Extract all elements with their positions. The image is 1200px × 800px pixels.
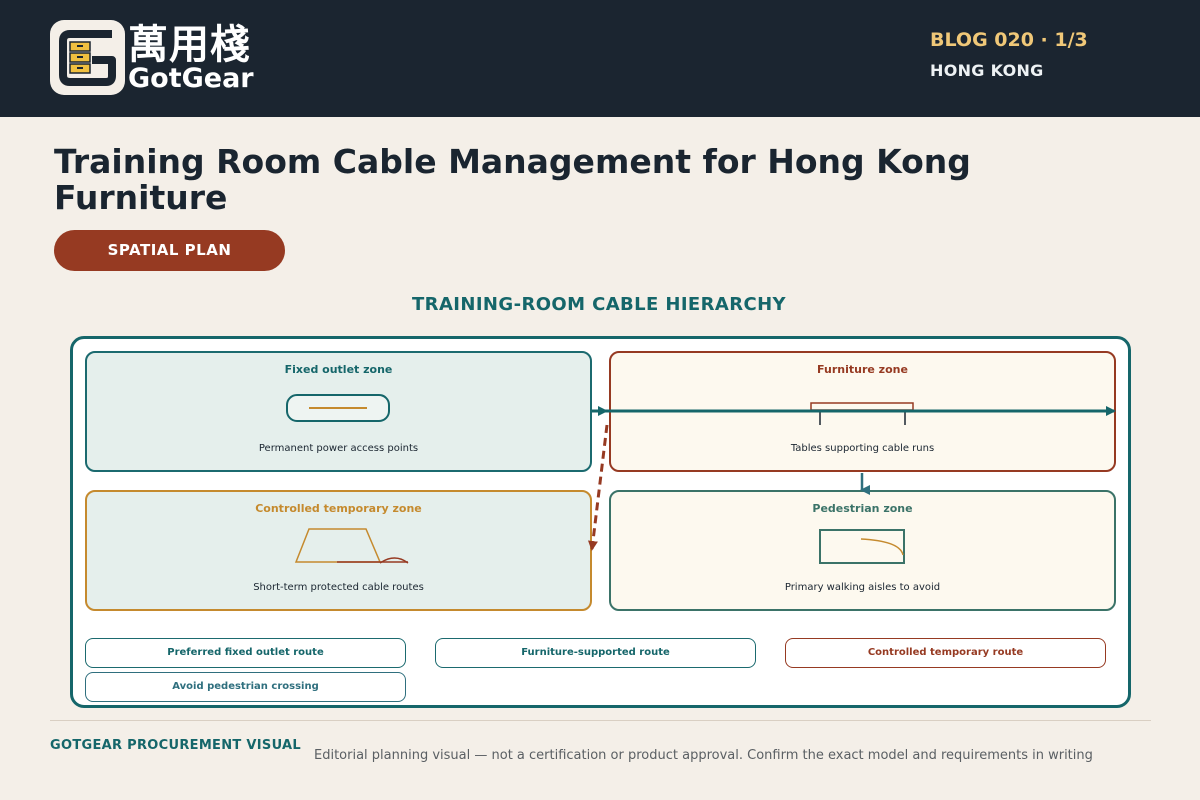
blog-location: HONG KONG	[930, 61, 1044, 80]
zone-title: Controlled temporary zone	[255, 502, 422, 515]
zone-title: Pedestrian zone	[812, 502, 913, 515]
blog-number: BLOG 020 · 1/3	[930, 29, 1088, 51]
gotgear-logo-icon[interactable]	[50, 20, 125, 95]
footer-disclaimer: Editorial planning visual — not a certif…	[314, 748, 1093, 763]
legend-fixed-outlet-route: Preferred fixed outlet route	[85, 638, 406, 668]
brand-name-english: GotGear	[128, 63, 254, 94]
header-bar: 萬用棧 GotGear BLOG 020 · 1/3 HONG KONG	[0, 0, 1200, 117]
brand-name-chinese: 萬用棧	[128, 22, 251, 68]
zone-description: Short-term protected cable routes	[253, 582, 424, 593]
diagram-title: TRAINING-ROOM CABLE HIERARCHY	[412, 294, 786, 315]
zone-title: Fixed outlet zone	[284, 363, 393, 376]
footer-divider	[50, 720, 1151, 721]
zone-description: Primary walking aisles to avoid	[784, 582, 941, 593]
zone-title: Furniture zone	[817, 363, 908, 376]
footer-brand: GOTGEAR PROCUREMENT VISUAL	[50, 738, 301, 753]
page-title: Training Room Cable Management for Hong …	[54, 142, 971, 217]
zone-description: Tables supporting cable runs	[790, 443, 935, 454]
legend-temporary-route: Controlled temporary route	[785, 638, 1106, 668]
legend-furniture-route: Furniture-supported route	[435, 638, 756, 668]
zone-pedestrian: Pedestrian zone Primary walking aisles t…	[609, 490, 1116, 611]
zone-controlled-temporary: Controlled temporary zone Short-term pro…	[85, 490, 592, 611]
zone-furniture: Furniture zone Tables supporting cable r…	[609, 351, 1116, 472]
legend-avoid-pedestrian: Avoid pedestrian crossing	[85, 672, 406, 702]
category-tag: SPATIAL PLAN	[54, 230, 285, 271]
zone-fixed-outlet: Fixed outlet zone Permanent power access…	[85, 351, 592, 472]
zone-description: Permanent power access points	[258, 443, 419, 454]
